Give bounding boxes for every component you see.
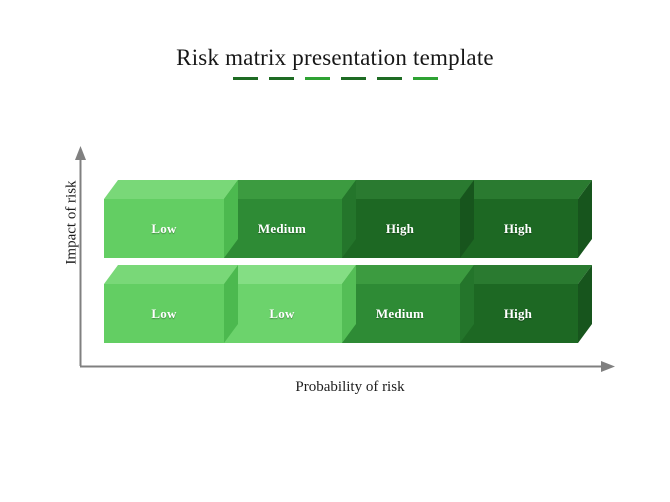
risk-cell-medium[interactable]: Medium <box>340 265 474 343</box>
title-dash-3 <box>340 77 366 80</box>
risk-cell-top-face <box>104 265 238 284</box>
risk-cell-side-face <box>224 180 238 258</box>
risk-cell-front-face: High <box>458 199 578 258</box>
risk-cell-label: Medium <box>375 305 425 321</box>
risk-cell-label: Medium <box>257 220 307 236</box>
risk-cell-label: High <box>503 220 533 236</box>
risk-cell-top-face <box>222 180 356 199</box>
risk-cell-side-face <box>460 180 474 258</box>
risk-cell-low[interactable]: Low <box>104 265 238 343</box>
risk-cell-front-face: Low <box>222 284 342 343</box>
risk-cell-top-face <box>340 180 474 199</box>
risk-cell-high[interactable]: High <box>340 180 474 258</box>
risk-cell-label: High <box>385 220 415 236</box>
risk-cell-front-face: Low <box>104 284 224 343</box>
risk-cell-high[interactable]: High <box>458 180 592 258</box>
risk-cell-top-face <box>104 180 238 199</box>
risk-cell-low[interactable]: Low <box>222 265 356 343</box>
risk-cell-side-face <box>460 265 474 343</box>
risk-cell-top-face <box>458 180 592 199</box>
risk-cell-medium[interactable]: Medium <box>222 180 356 258</box>
risk-cell-high[interactable]: High <box>458 265 592 343</box>
x-axis-label: Probability of risk <box>295 379 405 395</box>
risk-cell-low[interactable]: Low <box>104 180 238 258</box>
risk-cell-front-face: High <box>340 199 460 258</box>
risk-cell-label: Low <box>151 220 177 236</box>
title-dash-2 <box>304 77 330 80</box>
risk-cell-side-face <box>578 180 592 258</box>
title-underline-decoration <box>0 77 670 80</box>
title-dash-0 <box>232 77 258 80</box>
risk-cell-side-face <box>342 265 356 343</box>
risk-cell-front-face: High <box>458 284 578 343</box>
risk-cell-label: Low <box>151 305 177 321</box>
risk-cell-side-face <box>342 180 356 258</box>
risk-cell-front-face: Medium <box>222 199 342 258</box>
risk-cell-label: High <box>503 305 533 321</box>
risk-cell-top-face <box>340 265 474 284</box>
title-dash-4 <box>376 77 402 80</box>
page-title: Risk matrix presentation template <box>176 45 494 70</box>
risk-cell-side-face <box>224 265 238 343</box>
risk-cell-front-face: Low <box>104 199 224 258</box>
title-dash-5 <box>412 77 438 80</box>
risk-cell-top-face <box>222 265 356 284</box>
risk-cell-front-face: Medium <box>340 284 460 343</box>
title-block: Risk matrix presentation template <box>0 44 670 80</box>
risk-cell-top-face <box>458 265 592 284</box>
risk-cell-side-face <box>578 265 592 343</box>
risk-cell-label: Low <box>269 305 295 321</box>
title-dash-1 <box>268 77 294 80</box>
